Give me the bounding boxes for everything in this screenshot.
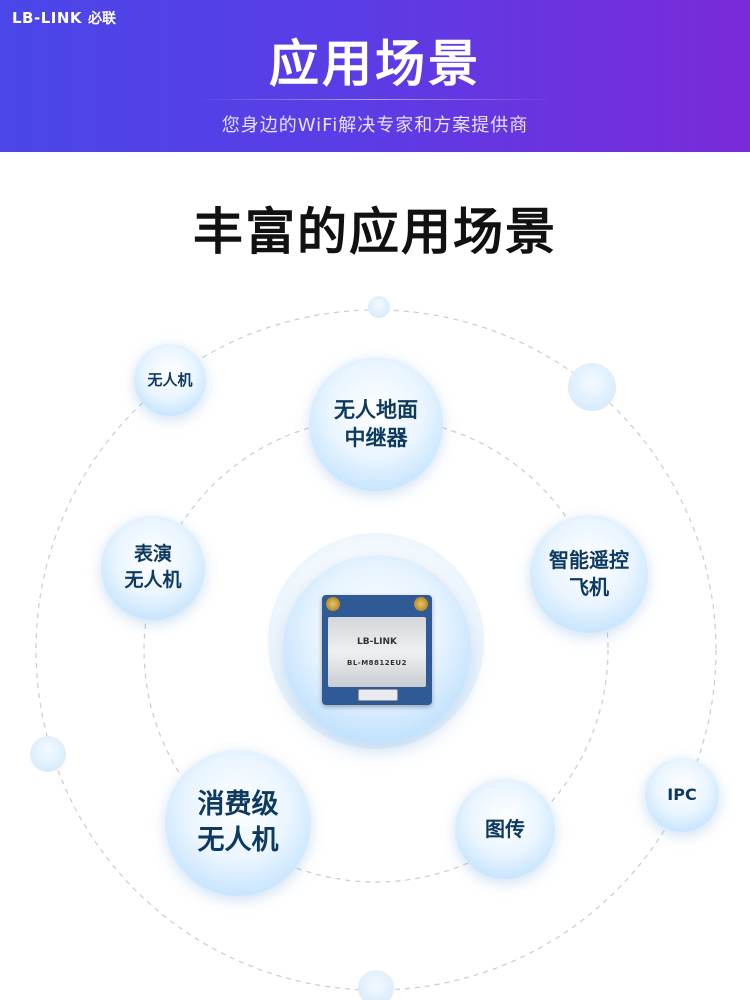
- scenario-consumer-drone: 消费级 无人机: [165, 750, 311, 896]
- scenario-ipc: IPC: [645, 758, 719, 832]
- header-banner: LB-LINK 必联 应用场景 您身边的WiFi解决专家和方案提供商: [0, 0, 750, 152]
- module-model: BL-M8812EU2: [347, 659, 407, 667]
- scenario-ground-relay: 无人地面 中继器: [309, 357, 443, 491]
- orbit-dot: [358, 970, 394, 1000]
- page-title: 应用场景: [269, 35, 481, 93]
- scenario-rc-aircraft: 智能遥控 飞机: [530, 515, 648, 633]
- brand-logo: LB-LINK: [12, 9, 83, 27]
- orbit-dot: [368, 296, 390, 318]
- scenario-performance-drone: 表演 无人机: [101, 516, 205, 620]
- module-brand: LB-LINK: [357, 637, 397, 647]
- scenario-video-transmission: 图传: [455, 779, 555, 879]
- antenna-connector-icon: [326, 597, 340, 611]
- title-divider: [195, 99, 555, 100]
- module-shield: LB-LINK BL-M8812EU2: [328, 617, 426, 687]
- orbit-dot: [568, 363, 616, 411]
- antenna-connector-icon: [414, 597, 428, 611]
- scenario-drone: 无人机: [134, 344, 206, 416]
- module-connector: [358, 689, 398, 701]
- brand-name: 必联: [88, 11, 117, 27]
- orbit-dot: [30, 736, 66, 772]
- page-subtitle: 您身边的WiFi解决专家和方案提供商: [221, 115, 529, 136]
- section-title: 丰富的应用场景: [193, 203, 557, 261]
- wifi-module-image: LB-LINK BL-M8812EU2: [322, 595, 432, 705]
- brand: LB-LINK 必联: [12, 8, 116, 28]
